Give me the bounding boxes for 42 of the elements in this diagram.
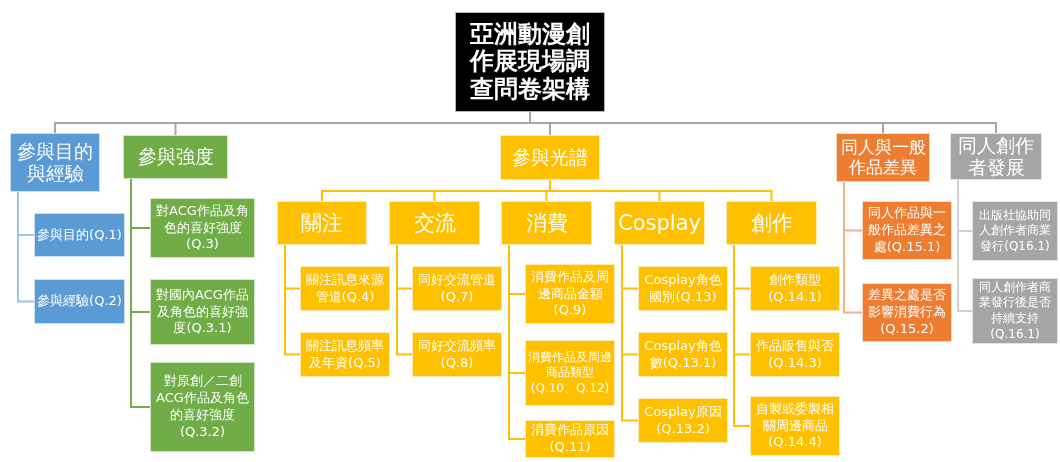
question-box: Cosplay角色國別(Q.13)	[638, 266, 728, 311]
connector-line	[284, 244, 301, 356]
connector-line	[621, 244, 639, 422]
question-box: 自製或委製相關周邊商品(Q.14.4)	[750, 396, 840, 456]
question-box: 對原創／二創ACG作品及角色的喜好強度(Q.3.2)	[150, 362, 255, 452]
subcategory-box: 關注	[277, 201, 367, 245]
question-box: 對國內ACG作品及角色的喜好強度(Q.3.1)	[150, 279, 255, 345]
question-box: Cosplay角色數(Q.13.1)	[638, 332, 728, 377]
question-box: 關注訊息來源管道(Q.4)	[300, 266, 390, 311]
question-box: Cosplay原因(Q.13.2)	[638, 398, 728, 443]
question-box: 同好交流頻率(Q.8)	[412, 332, 502, 377]
question-box: 作品販售與否(Q.14.3)	[750, 332, 840, 377]
subcategory-box: Cosplay	[614, 201, 705, 245]
subcategory-box: 消費	[501, 201, 592, 245]
connector-line	[396, 244, 413, 356]
question-box: 出版社協助同人創作者商業發行(Q16.1)	[972, 201, 1058, 261]
connector-line	[843, 181, 863, 314]
title-box: 亞洲動漫創作展現場調查問卷架構	[455, 12, 605, 112]
category-box: 同人與一般作品差異	[836, 133, 930, 182]
connector-line	[957, 179, 973, 312]
question-box: 對ACG作品及角色的喜好強度(Q.3)	[150, 198, 255, 258]
subcategory-box: 創作	[726, 201, 817, 245]
subcategory-box: 交流	[389, 201, 480, 245]
question-box: 同人作品與一般作品差異之處(Q.15.1)	[862, 201, 952, 260]
question-box: 同人創作者商業發行後是否持續支持(Q.16.1)	[972, 278, 1058, 344]
question-box: 關注訊息頻率及年資(Q.5)	[300, 332, 390, 377]
category-box: 參與強度	[123, 135, 228, 179]
question-box: 消費作品及周邊商品金額(Q.9)	[525, 264, 615, 324]
question-box: 參與目的(Q.1)	[34, 213, 125, 257]
category-box: 參與光譜	[500, 135, 600, 180]
question-box: 創作類型(Q.14.1)	[750, 266, 840, 311]
category-box: 參與目的與經驗	[10, 133, 100, 192]
connector-line	[17, 191, 35, 303]
question-box: 參與經驗(Q.2)	[34, 279, 125, 324]
question-box: 消費作品原因(Q.11)	[525, 420, 615, 458]
connector-line	[733, 244, 751, 427]
category-box: 同人創作者發展	[950, 133, 1042, 180]
question-box: 差異之處是否影響消費行為(Q.15.2)	[862, 283, 952, 342]
question-box: 同好交流管道(Q.7)	[412, 266, 502, 311]
question-box: 消費作品及周邊商品類型(Q.10、Q.12)	[525, 340, 615, 406]
connector-line	[130, 178, 151, 408]
connector-line	[508, 244, 526, 440]
